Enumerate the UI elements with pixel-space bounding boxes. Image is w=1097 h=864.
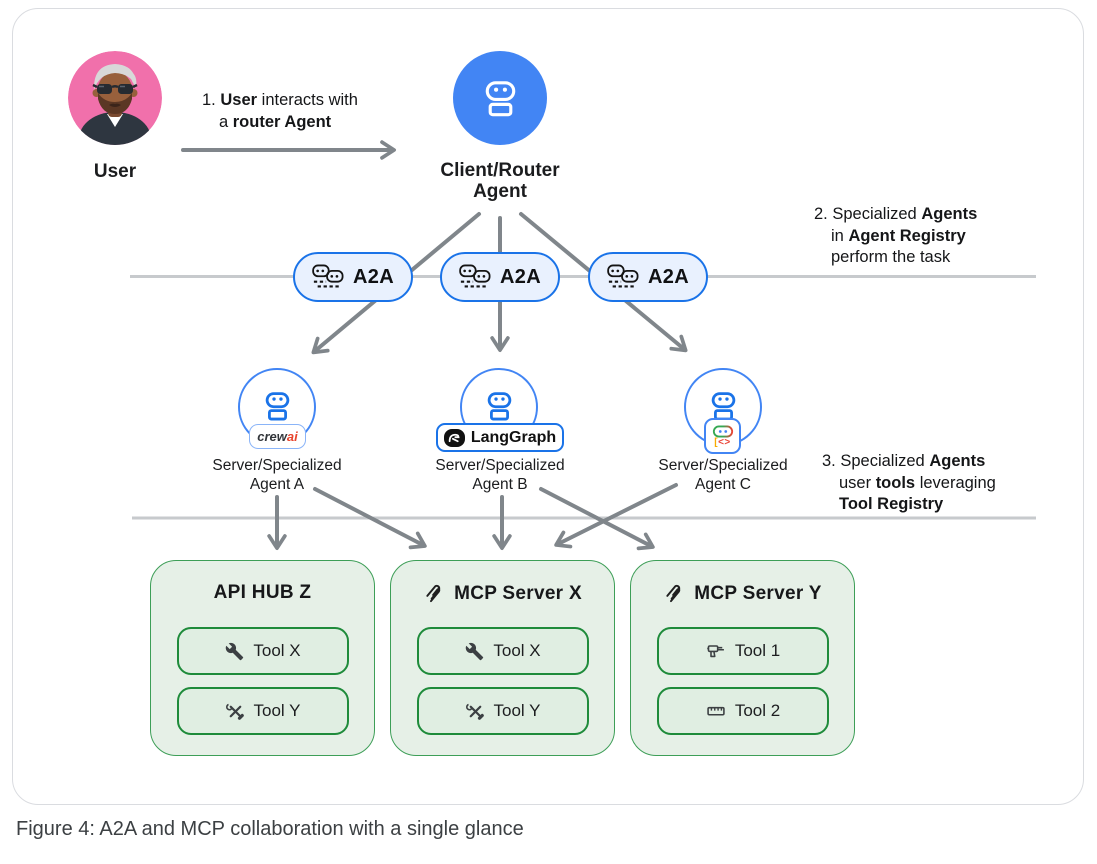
crossed-tools-icon [465, 703, 484, 720]
a2a-badge-1: A2A [293, 252, 413, 302]
api-hub-z-box: API HUB Z Tool X Tool Y [150, 560, 375, 756]
tool-row: Tool X [417, 627, 589, 675]
adk-badge: [<> [704, 418, 741, 454]
a2a-protocol-icon [459, 264, 491, 288]
mcp-icon [666, 584, 681, 603]
client-router-agent-label: Client/Router Agent [440, 160, 560, 202]
tool-row: Tool Y [177, 687, 349, 735]
a2a-badge-2: A2A [440, 252, 560, 302]
mcp-icon [426, 584, 441, 603]
mcp-server-x-title: MCP Server X [391, 582, 614, 605]
mcp-server-y-box: MCP Server Y Tool 1 Tool 2 [630, 560, 855, 756]
robot-icon [485, 80, 515, 116]
adk-robot-icon [712, 425, 733, 437]
a2a-protocol-icon [312, 264, 344, 288]
robot-icon [265, 391, 289, 420]
a2a-badge-3: A2A [588, 252, 708, 302]
drill-icon [707, 645, 724, 658]
tool-row: Tool 2 [657, 687, 829, 735]
user-label: User [93, 161, 137, 182]
figure-caption: Figure 4: A2A and MCP collaboration with… [16, 818, 524, 840]
wrench-icon [226, 642, 244, 660]
tool-row: Tool Y [417, 687, 589, 735]
sunglasses-icon [92, 83, 138, 94]
adk-code-text: [<> [714, 436, 731, 448]
agent-a-label: Server/Specialized Agent A [212, 457, 342, 493]
crewai-logo-text: crew [257, 429, 287, 444]
langgraph-badge: LangGraph [436, 423, 564, 452]
api-hub-z-title: API HUB Z [213, 582, 312, 603]
agent-b-label: Server/Specialized Agent B [435, 457, 565, 493]
tool-row: Tool 1 [657, 627, 829, 675]
mcp-server-y-title: MCP Server Y [631, 582, 854, 605]
client-router-agent-node [453, 51, 547, 145]
a2a-protocol-icon [607, 264, 639, 288]
ruler-icon [707, 706, 725, 716]
agent-c-label: Server/Specialized Agent C [658, 457, 788, 493]
crossed-tools-icon [225, 703, 244, 720]
robot-icon [487, 391, 511, 420]
wrench-icon [466, 642, 484, 660]
tool-row: Tool X [177, 627, 349, 675]
mcp-server-x-box: MCP Server X Tool X Tool Y [390, 560, 615, 756]
langgraph-icon [443, 428, 465, 447]
user-avatar [68, 51, 162, 145]
